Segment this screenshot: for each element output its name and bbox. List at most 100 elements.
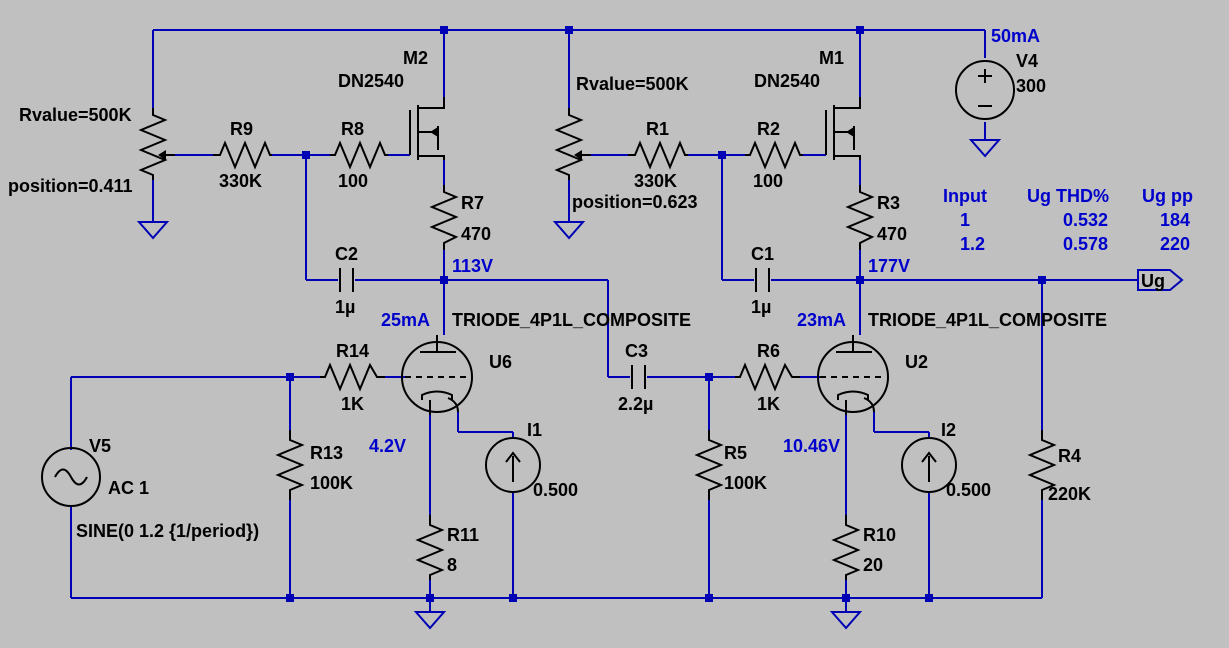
voltage-source-V4[interactable] bbox=[955, 60, 1015, 120]
resistor-R4[interactable] bbox=[1027, 430, 1057, 500]
r7-ref: R7 bbox=[461, 193, 484, 213]
resistor-R9[interactable] bbox=[213, 140, 272, 170]
mosfet-M2[interactable] bbox=[409, 97, 445, 160]
m2-model: DN2540 bbox=[338, 71, 404, 91]
i2-value: 0.500 bbox=[946, 480, 991, 500]
r4-ref: R4 bbox=[1058, 446, 1081, 466]
output-flag-label: Ug bbox=[1141, 271, 1165, 291]
pot-mid-rvalue: Rvalue=500K bbox=[576, 74, 689, 94]
c1-ref: C1 bbox=[751, 244, 774, 264]
u2-model: TRIODE_4P1L_COMPOSITE bbox=[868, 310, 1107, 330]
c2-ref: C2 bbox=[335, 244, 358, 264]
capacitor-C3[interactable] bbox=[631, 365, 646, 389]
table-row1-input: 1 bbox=[960, 210, 970, 230]
resistor-R1[interactable] bbox=[628, 140, 688, 170]
r2-ref: R2 bbox=[757, 119, 780, 139]
capacitor-C2[interactable] bbox=[339, 268, 354, 292]
resistor-R2[interactable] bbox=[745, 140, 803, 170]
m1-model: DN2540 bbox=[754, 71, 820, 91]
r10-ref: R10 bbox=[863, 525, 896, 545]
r5-ref: R5 bbox=[724, 443, 747, 463]
junction-dots bbox=[286, 26, 1046, 602]
pot-mid[interactable] bbox=[554, 108, 591, 180]
resistor-R8[interactable] bbox=[330, 140, 388, 170]
resistor-R11[interactable] bbox=[415, 515, 445, 580]
v5-value: AC 1 bbox=[108, 478, 149, 498]
resistor-R3[interactable] bbox=[845, 185, 875, 250]
labels: M2 DN2540 M1 DN2540 50mA V4 300 Rvalue=5… bbox=[8, 26, 1107, 575]
v4-current: 50mA bbox=[991, 26, 1040, 46]
v5-ref: V5 bbox=[89, 436, 111, 456]
r1-value: 330K bbox=[634, 171, 677, 191]
u6-cathode-voltage: 4.2V bbox=[369, 436, 406, 456]
output-flag-ug[interactable]: Ug bbox=[1137, 269, 1184, 291]
i1-value: 0.500 bbox=[533, 480, 578, 500]
current-source-I1[interactable] bbox=[485, 437, 541, 493]
results-table: Input Ug THD% Ug pp 1 0.532 184 1.2 0.57… bbox=[943, 186, 1193, 254]
r9-value: 330K bbox=[219, 171, 262, 191]
resistor-R13[interactable] bbox=[275, 430, 305, 500]
mosfet-M1[interactable] bbox=[825, 97, 861, 160]
resistor-R14[interactable] bbox=[320, 362, 385, 392]
wires bbox=[70, 29, 1138, 612]
c3-ref: C3 bbox=[625, 341, 648, 361]
r2-value: 100 bbox=[753, 171, 783, 191]
c2-value: 1µ bbox=[335, 297, 355, 317]
v4-value: 300 bbox=[1016, 76, 1046, 96]
resistor-R7[interactable] bbox=[429, 185, 459, 250]
r13-value: 100K bbox=[310, 473, 353, 493]
table-header-input: Input bbox=[943, 186, 987, 206]
resistor-R10[interactable] bbox=[831, 515, 861, 580]
voltage-source-V5[interactable] bbox=[41, 447, 101, 507]
m2-ref: M2 bbox=[403, 48, 428, 68]
r6-ref: R6 bbox=[757, 341, 780, 361]
r13-ref: R13 bbox=[310, 443, 343, 463]
table-header-pp: Ug pp bbox=[1142, 186, 1193, 206]
table-header-thd: Ug THD% bbox=[1027, 186, 1109, 206]
r11-value: 8 bbox=[447, 555, 457, 575]
c1-value: 1µ bbox=[751, 297, 771, 317]
r6-value: 1K bbox=[757, 394, 780, 414]
u2-ref: U2 bbox=[905, 352, 928, 372]
r3-ref: R3 bbox=[877, 193, 900, 213]
table-row1-thd: 0.532 bbox=[1063, 210, 1108, 230]
u6-anode-voltage: 113V bbox=[452, 256, 493, 276]
table-row2-input: 1.2 bbox=[960, 234, 985, 254]
capacitor-C1[interactable] bbox=[755, 268, 770, 292]
triode-U2[interactable] bbox=[817, 335, 889, 415]
v4-ref: V4 bbox=[1016, 51, 1038, 71]
i1-ref: I1 bbox=[527, 420, 542, 440]
r8-value: 100 bbox=[338, 171, 368, 191]
r1-ref: R1 bbox=[646, 119, 669, 139]
u2-cathode-voltage: 10.46V bbox=[783, 436, 840, 456]
r4-value: 220K bbox=[1048, 484, 1091, 504]
r8-ref: R8 bbox=[341, 119, 364, 139]
c3-value: 2.2µ bbox=[618, 394, 653, 414]
ground-symbols bbox=[136, 139, 1002, 630]
pot-mid-position: position=0.623 bbox=[572, 192, 698, 212]
r14-ref: R14 bbox=[336, 341, 369, 361]
triode-U6[interactable] bbox=[401, 335, 473, 415]
r14-value: 1K bbox=[341, 394, 364, 414]
pot-left[interactable] bbox=[138, 108, 175, 180]
r11-ref: R11 bbox=[447, 525, 479, 545]
resistor-R5[interactable] bbox=[694, 430, 724, 500]
r10-value: 20 bbox=[863, 555, 883, 575]
resistor-R6[interactable] bbox=[735, 362, 800, 392]
current-source-I2[interactable] bbox=[901, 437, 957, 493]
table-row1-pp: 184 bbox=[1160, 210, 1190, 230]
pot-left-rvalue: Rvalue=500K bbox=[19, 105, 132, 125]
m1-ref: M1 bbox=[819, 48, 844, 68]
v5-source: SINE(0 1.2 {1/period}) bbox=[76, 521, 259, 541]
r3-value: 470 bbox=[877, 224, 907, 244]
u6-model: TRIODE_4P1L_COMPOSITE bbox=[452, 310, 691, 330]
u2-current: 23mA bbox=[797, 310, 846, 330]
pot-left-position: position=0.411 bbox=[8, 176, 133, 196]
u2-anode-voltage: 177V bbox=[868, 256, 910, 276]
table-row2-thd: 0.578 bbox=[1063, 234, 1108, 254]
i2-ref: I2 bbox=[941, 420, 956, 440]
u6-ref: U6 bbox=[489, 352, 512, 372]
table-row2-pp: 220 bbox=[1160, 234, 1190, 254]
r7-value: 470 bbox=[461, 224, 491, 244]
